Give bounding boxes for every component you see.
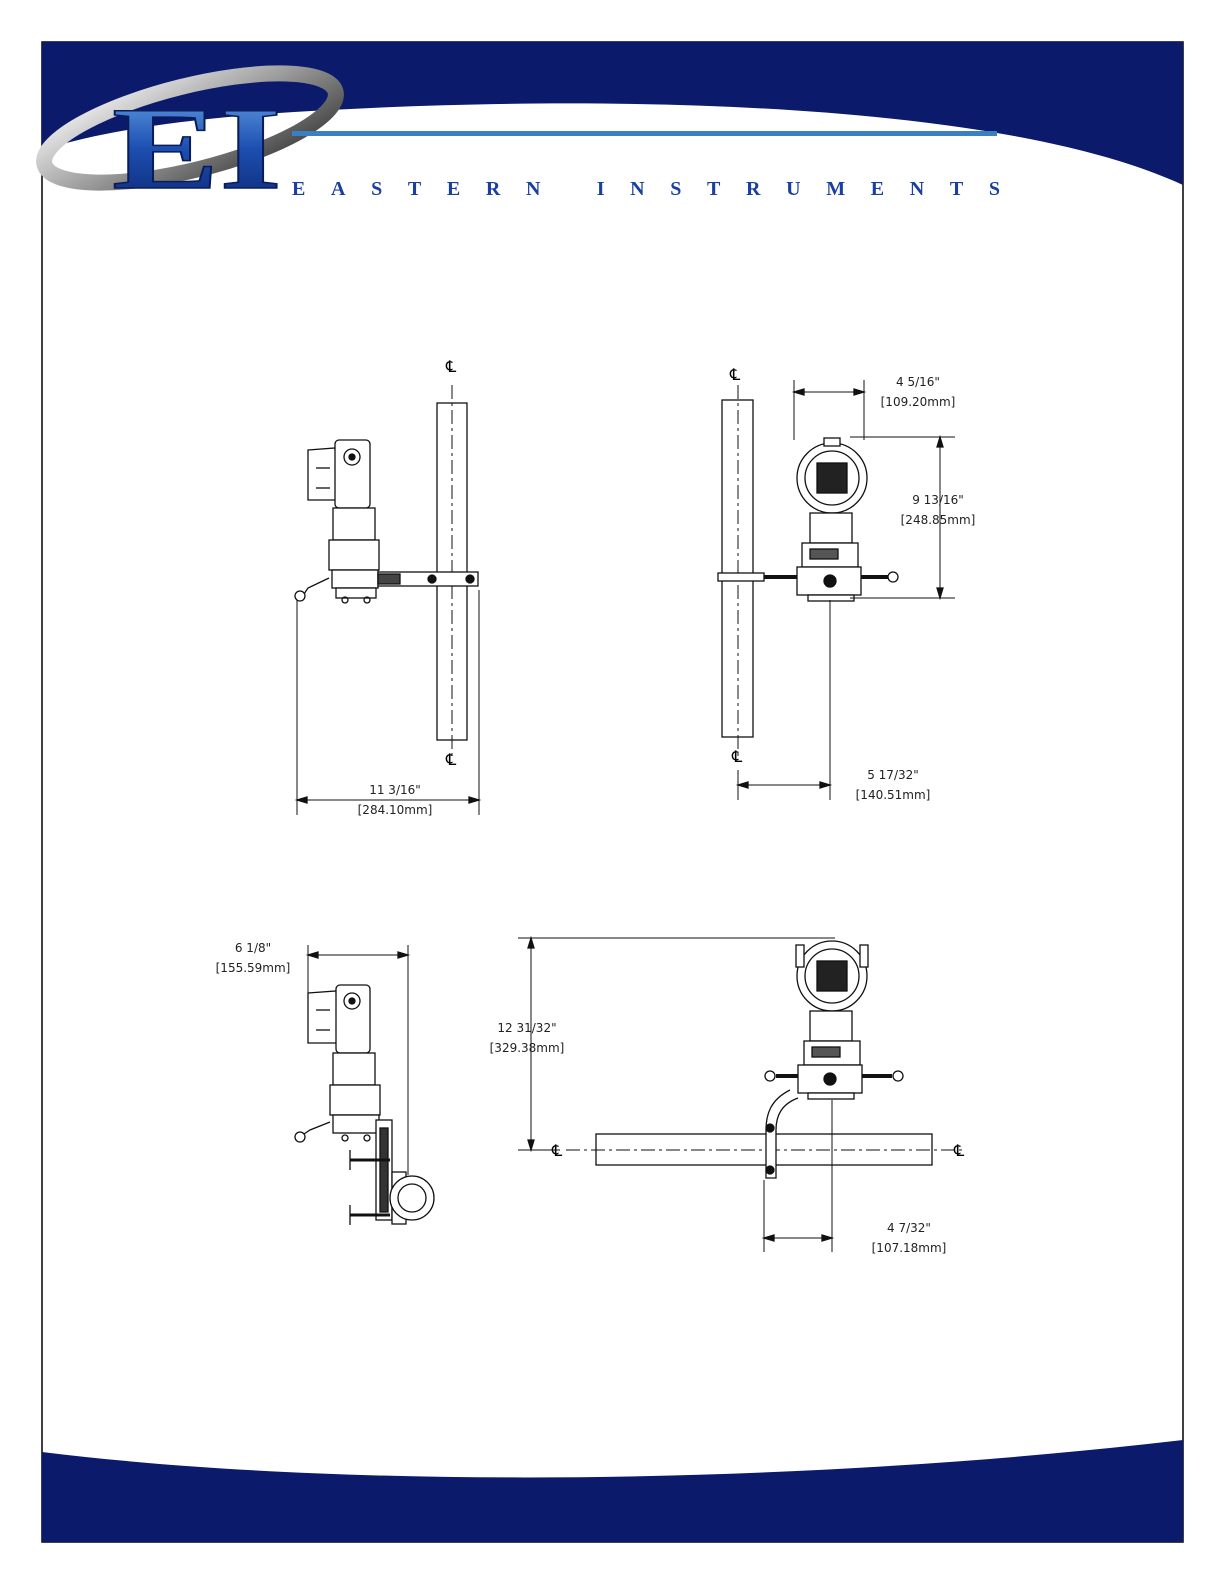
horizontal-pipe-section bbox=[390, 1176, 434, 1220]
centerline-marker: ℄ bbox=[729, 365, 741, 384]
svg-text:9 13/16": 9 13/16" bbox=[912, 493, 964, 507]
svg-text:11 3/16": 11 3/16" bbox=[369, 783, 421, 797]
svg-text:4 7/32": 4 7/32" bbox=[887, 1221, 931, 1235]
dimension-mm: [284.10mm] bbox=[358, 803, 433, 817]
centerline-marker: ℄ bbox=[953, 1141, 965, 1160]
svg-text:6 1/8": 6 1/8" bbox=[235, 941, 271, 955]
svg-text:5 17/32": 5 17/32" bbox=[867, 768, 919, 782]
svg-text:[109.20mm]: [109.20mm] bbox=[881, 395, 956, 409]
centerline-marker: ℄ bbox=[731, 747, 743, 766]
page-frame bbox=[42, 42, 1183, 1542]
svg-text:[155.59mm]: [155.59mm] bbox=[216, 961, 291, 975]
mounting-bracket bbox=[718, 573, 764, 581]
centerline-marker: ℄ bbox=[445, 357, 457, 376]
transmitter-housing bbox=[308, 991, 338, 1043]
logo-rule bbox=[292, 131, 997, 136]
svg-text:[140.51mm]: [140.51mm] bbox=[856, 788, 931, 802]
centerline-marker: ℄ bbox=[445, 750, 457, 769]
transmitter-housing bbox=[308, 448, 337, 500]
svg-text:4 5/16": 4 5/16" bbox=[896, 375, 940, 389]
centerline-marker: ℄ bbox=[551, 1141, 563, 1160]
svg-text:[107.18mm]: [107.18mm] bbox=[872, 1241, 947, 1255]
svg-text:[248.85mm]: [248.85mm] bbox=[901, 513, 976, 527]
svg-text:12 31/32": 12 31/32" bbox=[497, 1021, 556, 1035]
svg-text:[329.38mm]: [329.38mm] bbox=[490, 1041, 565, 1055]
logo-monogram: EI bbox=[112, 83, 282, 214]
